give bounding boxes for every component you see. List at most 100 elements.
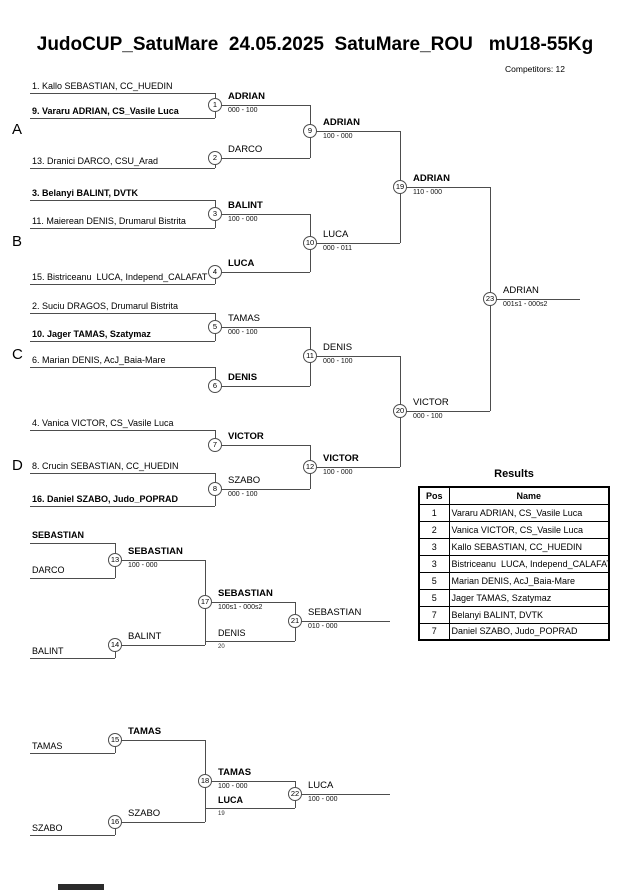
bracket-line-v (215, 367, 216, 386)
competitor-entry: 15. Bistriceanu LUCA, Independ_CALAFAT (32, 272, 208, 282)
page-footer-mark (58, 884, 104, 890)
match-score-12: 100 - 000 (323, 469, 353, 476)
match-circle-18: 18 (198, 774, 212, 788)
match-score-3: 100 - 000 (228, 216, 258, 223)
match-winner-20: VICTOR (413, 397, 449, 408)
bracket-line-h (215, 158, 310, 159)
match-winner-10: LUCA (323, 229, 349, 240)
match-circle-9: 9 (303, 124, 317, 138)
match-circle-19: 19 (393, 180, 407, 194)
competitor-entry: 11. Maierean DENIS, Drumarul Bistrita (32, 216, 186, 226)
bracket-line-v (215, 430, 216, 445)
match-circle-20: 20 (393, 404, 407, 418)
results-table: Pos Name 1 Vararu ADRIAN, CS_Vasile Luca… (418, 486, 610, 641)
match-winner-9: ADRIAN (323, 117, 360, 128)
loser-from-match-label: 19 (218, 811, 225, 817)
results-header-row: Pos Name (418, 486, 610, 505)
bracket-line-h (30, 367, 215, 368)
bracket-line-h (215, 105, 310, 106)
results-col-pos: Pos (418, 486, 450, 505)
bracket-line-h (30, 658, 115, 659)
results-name-cell: Vanica VICTOR, CS_Vasile Luca (448, 520, 610, 539)
match-winner-12: VICTOR (323, 453, 359, 464)
bracket-line-h (30, 168, 215, 169)
bracket-line-h (30, 284, 215, 285)
match-circle-16: 16 (108, 815, 122, 829)
competitor-entry: 13. Dranici DARCO, CSU_Arad (32, 156, 159, 166)
bracket-line-h (205, 781, 295, 782)
bracket-line-h (30, 753, 115, 754)
bracket-line-h (310, 356, 400, 357)
match-score-5: 000 - 100 (228, 329, 258, 336)
match-circle-17: 17 (198, 595, 212, 609)
bracket-line-h (295, 621, 390, 622)
match-score-18: 100 - 000 (218, 783, 248, 790)
bracket-line-h (30, 228, 215, 229)
match-winner-23: ADRIAN (503, 285, 539, 296)
match-winner-8: SZABO (228, 475, 261, 486)
match-score-17: 100s1 - 000s2 (218, 604, 263, 611)
match-score-10: 000 - 011 (323, 245, 353, 252)
competitor-entry: 2. Suciu DRAGOS, Drumarul Bistrita (32, 301, 179, 311)
bracket-line-h (115, 560, 205, 561)
bracket-line-h (310, 131, 400, 132)
match-circle-12: 12 (303, 460, 317, 474)
match-winner-19: ADRIAN (413, 173, 450, 184)
results-pos-cell: 7 (418, 622, 450, 641)
competitor-entry: 4. Vanica VICTOR, CS_Vasile Luca (32, 418, 174, 428)
match-circle-1: 1 (208, 98, 222, 112)
group-label-d: D (12, 457, 23, 474)
results-pos-cell: 2 (418, 520, 450, 539)
bracket-line-h (30, 118, 215, 119)
competitor-entry: 16. Daniel SZABO, Judo_POPRAD (32, 494, 179, 504)
match-circle-6: 6 (208, 379, 222, 393)
loser-from-match-label: 20 (218, 644, 225, 650)
bracket-line-h (30, 93, 215, 94)
results-row: 1 Vararu ADRIAN, CS_Vasile Luca (418, 503, 610, 522)
match-score-20: 000 - 100 (413, 413, 443, 420)
bracket-line-h (30, 313, 215, 314)
bracket-line-h (30, 473, 215, 474)
match-circle-10: 10 (303, 236, 317, 250)
match-winner-2: DARCO (228, 144, 263, 155)
match-winner-3: BALINT (228, 200, 263, 211)
bracket-line-h (205, 808, 295, 809)
bracket-line-h (215, 327, 310, 328)
bracket-line-h (205, 641, 295, 642)
competitor-entry: 8. Crucin SEBASTIAN, CC_HUEDIN (32, 461, 179, 471)
repechage-entry: DARCO (32, 565, 65, 575)
group-label-b: B (12, 233, 23, 250)
group-label-c: C (12, 346, 23, 363)
results-name-cell: Marian DENIS, AcJ_Baia-Mare (448, 571, 610, 590)
bracket-line-h (30, 506, 215, 507)
match-circle-3: 3 (208, 207, 222, 221)
match-winner-5: TAMAS (228, 313, 261, 324)
results-pos-cell: 1 (418, 503, 450, 522)
match-score-1: 000 - 100 (228, 107, 258, 114)
bracket-line-h (215, 386, 310, 387)
competitor-entry: 9. Vararu ADRIAN, CS_Vasile Luca (32, 106, 179, 116)
tournament-title: JudoCUP_SatuMare 24.05.2025 SatuMare_ROU… (36, 34, 594, 55)
bracket-line-h (400, 411, 490, 412)
results-row: 3 Kallo SEBASTIAN, CC_HUEDIN (418, 537, 610, 556)
match-circle-2: 2 (208, 151, 222, 165)
bracket-line-h (295, 794, 390, 795)
match-circle-4: 4 (208, 265, 222, 279)
results-name-cell: Vararu ADRIAN, CS_Vasile Luca (448, 503, 610, 522)
competitor-entry: 3. Belanyi BALINT, DVTK (32, 188, 139, 198)
bracket-line-h (30, 430, 215, 431)
results-row: 7 Daniel SZABO, Judo_POPRAD (418, 622, 610, 641)
match-score-22: 100 - 000 (308, 796, 338, 803)
match-winner-22: LUCA (308, 780, 334, 791)
bracket-line-h (30, 341, 215, 342)
match-circle-15: 15 (108, 733, 122, 747)
match-score-8: 000 - 100 (228, 491, 258, 498)
repechage-entry: SZABO (32, 823, 63, 833)
bracket-line-h (30, 578, 115, 579)
match-circle-8: 8 (208, 482, 222, 496)
results-name-cell: Kallo SEBASTIAN, CC_HUEDIN (448, 537, 610, 556)
results-row: 2 Vanica VICTOR, CS_Vasile Luca (418, 520, 610, 539)
bracket-line-h (205, 602, 295, 603)
bracket-line-h (310, 243, 400, 244)
